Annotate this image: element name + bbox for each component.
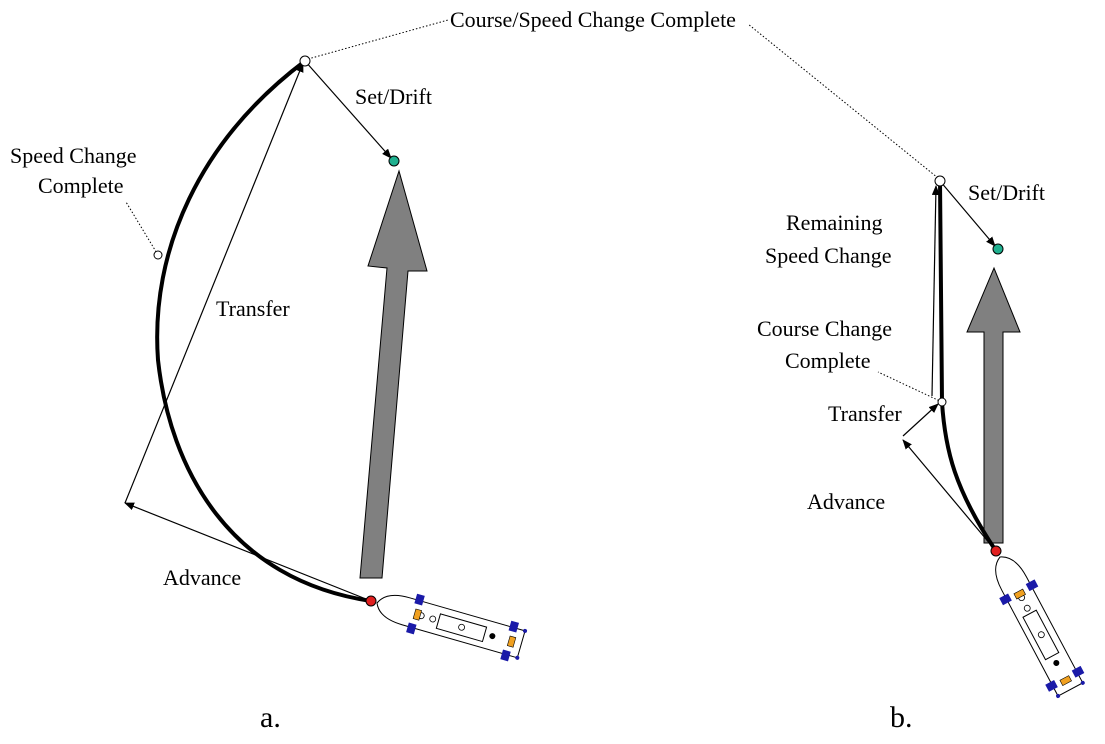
course-speed-complete-point-a <box>299 55 311 67</box>
label-advance-b: Advance <box>807 489 885 514</box>
diagram-b: Set/Drift Remaining Speed Change Course … <box>747 23 1085 734</box>
target-point-a <box>388 155 400 167</box>
label-advance-a: Advance <box>163 565 241 590</box>
leader-course-speed-a <box>307 19 449 60</box>
advance-arrow-a <box>124 502 372 602</box>
turn-track-a <box>155 59 372 603</box>
leader-course-speed-b <box>747 23 939 179</box>
label-set-drift-b: Set/Drift <box>968 180 1045 205</box>
label-speed-change-complete-2: Complete <box>38 173 124 198</box>
course-change-point-b <box>937 397 947 407</box>
label-course-speed-change-complete: Course/Speed Change Complete <box>450 7 736 32</box>
transfer-arrow-b <box>902 403 939 437</box>
leader-speed-change-a <box>125 201 159 256</box>
target-point-b <box>992 243 1004 255</box>
caption-a: a. <box>260 701 281 734</box>
label-course-change-complete-2: Complete <box>785 348 871 373</box>
set-drift-arrow-a <box>304 60 392 159</box>
label-speed-change-complete-1: Speed Change <box>10 143 136 168</box>
transfer-arrow-a <box>124 62 304 504</box>
advance-arrow-b <box>902 439 997 552</box>
remaining-speed-arrow-b <box>931 185 940 397</box>
heading-arrow-b <box>966 266 1021 544</box>
ship-icon-a <box>376 593 528 662</box>
label-course-change-complete-1: Course Change <box>757 316 892 341</box>
start-point-b <box>990 545 1002 557</box>
label-transfer-b: Transfer <box>828 401 902 426</box>
caption-b: b. <box>890 701 913 734</box>
label-set-drift-a: Set/Drift <box>355 84 432 109</box>
label-remaining-speed-change-2: Speed Change <box>765 243 891 268</box>
turn-track-b <box>938 180 998 553</box>
course-speed-complete-point-b <box>934 175 946 187</box>
heading-arrow-a <box>359 169 428 579</box>
diagram-a: Course/Speed Change Complete Set/Drift S… <box>10 7 736 734</box>
label-transfer-a: Transfer <box>216 296 290 321</box>
start-point-a <box>365 595 377 607</box>
label-remaining-speed-change-1: Remaining <box>786 210 883 235</box>
leader-course-change-b <box>877 371 943 403</box>
set-drift-arrow-b <box>939 180 996 247</box>
ship-icon-b <box>995 556 1085 699</box>
speed-change-point-a <box>153 250 163 260</box>
